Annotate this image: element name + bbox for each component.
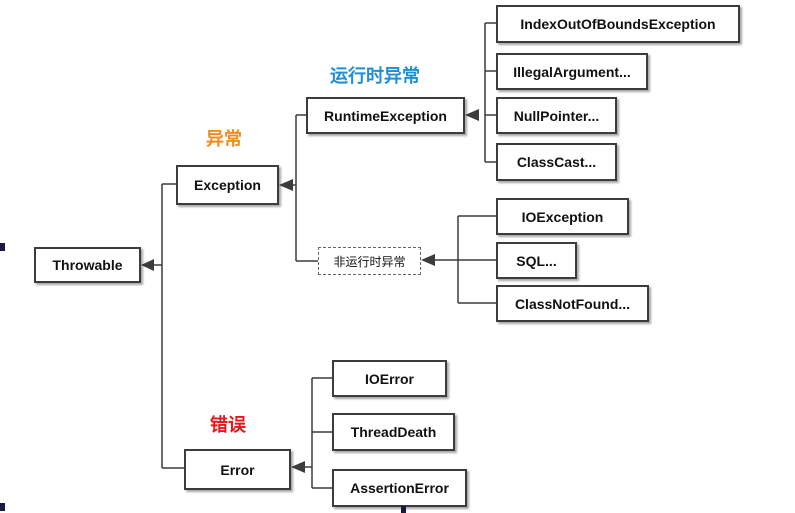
throwable-node: Throwable — [34, 247, 141, 283]
error-caption: 错误 — [210, 415, 246, 435]
index-out-of-bounds-node: IndexOutOfBoundsException — [496, 5, 740, 43]
edge-marker — [0, 243, 5, 251]
io-exception-node: IOException — [496, 198, 629, 235]
sql-node: SQL... — [496, 242, 577, 279]
runtime-exception-node: RuntimeException — [306, 97, 465, 134]
arrow-to-error — [291, 461, 305, 473]
io-error-node: IOError — [332, 360, 447, 397]
class-cast-node: ClassCast... — [496, 143, 617, 181]
arrow-to-throwable — [141, 259, 154, 271]
class-not-found-node: ClassNotFound... — [496, 285, 649, 322]
error-node: Error — [184, 449, 291, 490]
exception-caption: 异常 — [206, 129, 242, 149]
illegal-argument-node: IllegalArgument... — [496, 53, 648, 90]
edge-marker — [401, 506, 406, 513]
arrow-to-runtime — [465, 109, 479, 121]
edge-marker — [0, 503, 5, 511]
exception-node: Exception — [176, 165, 279, 205]
non-runtime-exception-node: 非运行时异常 — [318, 247, 421, 275]
arrow-to-non-runtime — [421, 254, 435, 266]
null-pointer-node: NullPointer... — [496, 97, 617, 134]
arrow-to-exception — [279, 179, 293, 191]
runtime-exception-caption: 运行时异常 — [330, 66, 420, 86]
assertion-error-node: AssertionError — [332, 469, 467, 507]
thread-death-node: ThreadDeath — [332, 413, 455, 451]
